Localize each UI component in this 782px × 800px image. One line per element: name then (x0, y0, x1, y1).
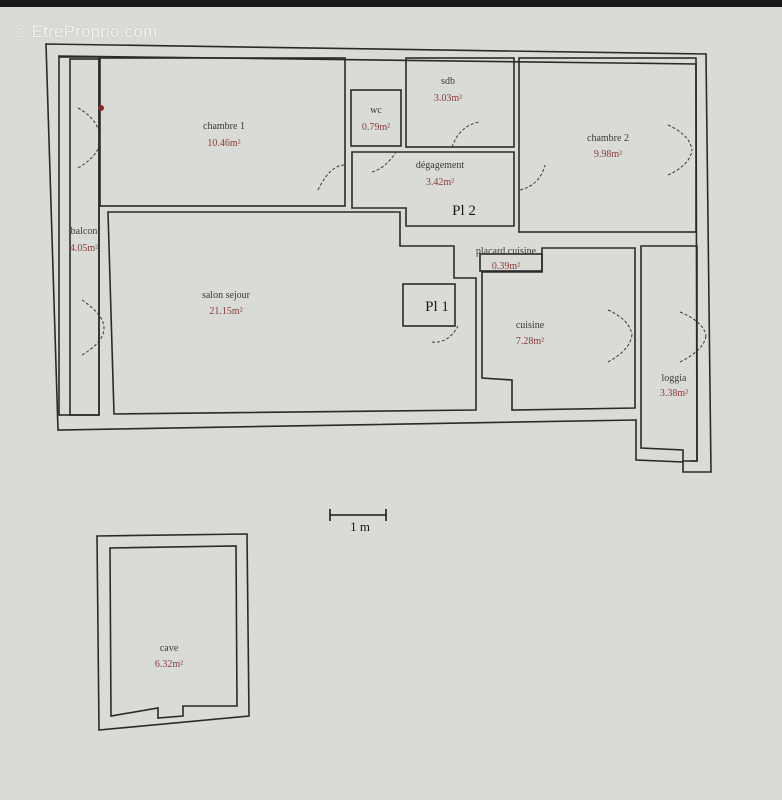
wc-name: wc (370, 105, 382, 116)
salon-area: 21.15m² (209, 306, 242, 317)
wc-area: 0.79m² (362, 122, 390, 133)
degagement-area: 3.42m² (426, 177, 454, 188)
cave-area: 6.32m² (155, 659, 183, 670)
sdb-area: 3.03m² (434, 93, 462, 104)
sdb-outline (405, 57, 515, 148)
inner-wall (57, 55, 698, 462)
chambre1-outline (99, 57, 346, 207)
salon-name: salon sejour (202, 290, 251, 301)
loggia-area: 3.38m² (660, 388, 688, 399)
placard-cuisine-area: 0.39m² (492, 261, 520, 272)
door-swings (77, 107, 707, 363)
chambre1-name: chambre 1 (203, 121, 245, 132)
balcon-name: balcon (71, 226, 98, 237)
cuisine-name: cuisine (516, 320, 545, 331)
outer-wall (45, 43, 712, 473)
chambre1-area: 10.46m² (207, 138, 240, 149)
chambre2-area: 9.98m² (594, 149, 622, 160)
top-border (0, 0, 782, 7)
cuisine-outline (481, 247, 636, 411)
pl2-label: Pl 2 (452, 203, 476, 219)
balcon-area: 4.05m² (70, 243, 98, 254)
scale-label: 1 m (350, 519, 370, 534)
cuisine-area: 7.28m² (516, 336, 544, 347)
cave-outer (96, 533, 250, 731)
sdb-name: sdb (441, 76, 455, 87)
walls (45, 43, 712, 731)
cave-name: cave (160, 643, 179, 654)
salon-outline (107, 211, 477, 415)
loggia-name: loggia (662, 373, 688, 384)
degagement-name: dégagement (416, 160, 465, 171)
scale-bar (329, 509, 387, 521)
cave-inner (109, 545, 238, 719)
pl1-label: Pl 1 (425, 299, 449, 315)
wc-outline (350, 89, 402, 147)
chambre2-outline (518, 57, 697, 233)
loggia-outline (640, 245, 698, 462)
placard1-outline (402, 283, 456, 327)
placard-cuisine-name: placard cuisine (476, 246, 537, 257)
degagement-outline (351, 151, 515, 227)
watermark: © EtreProprio.com (14, 22, 158, 41)
marker-dot (98, 105, 104, 111)
chambre2-name: chambre 2 (587, 133, 629, 144)
